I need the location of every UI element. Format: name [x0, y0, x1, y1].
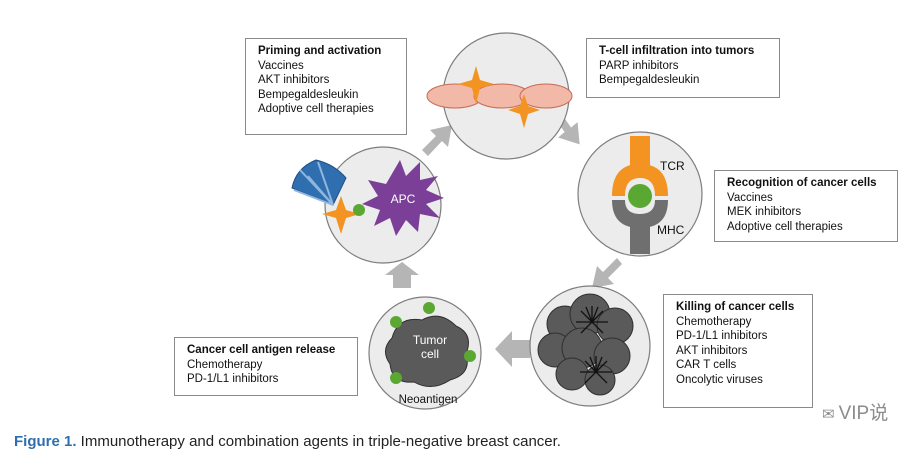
release-item: Chemotherapy	[187, 358, 263, 371]
antigen-dot	[423, 302, 435, 314]
t-cell-icon	[322, 196, 360, 234]
release-title: Cancer cell antigen release	[187, 344, 336, 356]
neoantigen-label: Neoantigen	[399, 394, 458, 406]
infiltration-title: T-cell infiltration into tumors	[599, 45, 755, 57]
cycle-arrows	[385, 112, 622, 367]
cell-death-burst-icon	[576, 306, 612, 384]
wechat-icon: ✉	[822, 406, 835, 423]
dendritic-cell-icon	[291, 159, 347, 206]
tumor-cell-icon	[385, 315, 469, 387]
release-item: PD-1/L1 inhibitors	[187, 373, 279, 385]
endothelial-cell	[519, 83, 573, 109]
tumor-label: Tumor	[413, 333, 447, 347]
killing-item: AKT inhibitors	[676, 344, 748, 357]
apc-cell-icon	[362, 160, 444, 236]
infiltration-item: Bempegaldesleukin	[599, 74, 700, 86]
arrow-killing-to-release	[495, 331, 530, 367]
priming-circle: APC	[291, 146, 444, 264]
recognition-item: MEK inhibitors	[727, 206, 802, 218]
killing-item: PD-1/L1 inhibitors	[676, 330, 768, 342]
recognition-title: Recognition of cancer cells	[727, 177, 877, 189]
infiltration-box: T-cell infiltration into tumors PARP inh…	[586, 38, 780, 98]
caption-lead: Figure 1.	[14, 433, 77, 450]
antigen-dot	[353, 204, 365, 216]
caption-text: Immunotherapy and combination agents in …	[76, 433, 561, 450]
killing-box: Killing of cancer cells Chemotherapy PD-…	[663, 294, 813, 408]
recognition-item: Vaccines	[727, 191, 773, 204]
killing-item: Oncolytic viruses	[676, 373, 763, 386]
recognition-circle: TCR MHC	[577, 131, 703, 257]
antigen-dot	[390, 316, 402, 328]
arrow-release-to-apc	[385, 262, 419, 288]
apc-label: APC	[391, 192, 416, 206]
antigen-dot	[390, 372, 402, 384]
killing-circle	[529, 285, 651, 407]
killing-item: CAR T cells	[676, 359, 737, 371]
mhc-label: MHC	[657, 223, 685, 237]
arrow-recognition-to-killing	[592, 258, 622, 288]
priming-item: Vaccines	[258, 59, 304, 72]
cycle-diagram: APC TCR MHC	[291, 32, 703, 410]
release-box: Cancer cell antigen release Chemotherapy…	[174, 337, 358, 396]
recognition-box: Recognition of cancer cells Vaccines MEK…	[714, 170, 898, 242]
priming-box: Priming and activation Vaccines AKT inhi…	[245, 38, 407, 135]
killing-title: Killing of cancer cells	[676, 301, 795, 313]
infiltration-circle	[426, 32, 573, 160]
antigen-dot	[464, 350, 476, 362]
watermark: ✉VIP说	[822, 398, 888, 425]
tumor-label-cell: cell	[421, 347, 439, 361]
t-cell-icon	[508, 94, 540, 128]
priming-item: Adoptive cell therapies	[258, 103, 374, 115]
killing-item: Chemotherapy	[676, 315, 752, 328]
watermark-text: VIP说	[838, 403, 889, 424]
infiltration-item: PARP inhibitors	[599, 59, 679, 72]
release-circle: Tumor cell Neoantigen	[368, 296, 482, 410]
t-cell-icon	[458, 66, 494, 104]
priming-title: Priming and activation	[258, 45, 382, 57]
recognition-item: Adoptive cell therapies	[727, 220, 843, 233]
priming-item: AKT inhibitors	[258, 74, 330, 86]
antigen-dot	[628, 184, 652, 208]
priming-item: Bempegaldesleukin	[258, 88, 359, 101]
figure-caption: Figure 1. Immunotherapy and combination …	[14, 433, 561, 450]
arrow-apc-to-infiltration	[422, 125, 452, 156]
tcr-label: TCR	[660, 159, 685, 173]
